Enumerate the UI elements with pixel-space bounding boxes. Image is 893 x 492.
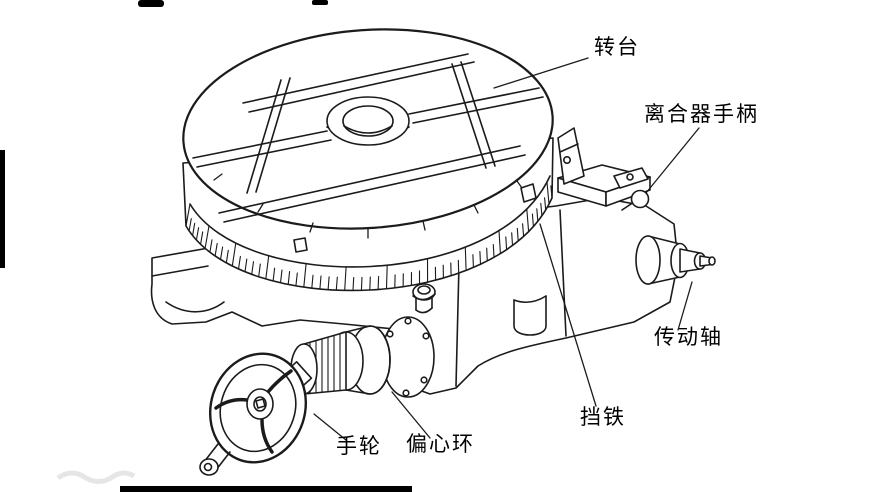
graduated-scale [189, 175, 551, 268]
graduated-scale-ticks [185, 181, 553, 292]
leader-lines [313, 57, 700, 441]
clutch-handle-drawing [557, 127, 651, 211]
leader-drive-shaft [677, 281, 693, 331]
watermark-smudge [56, 470, 136, 484]
stop-block-left [293, 237, 308, 253]
machine-drawing [150, 28, 716, 476]
label-handwheel: 手轮 [336, 434, 382, 458]
scan-artifacts [0, 0, 412, 492]
clutch-ball [630, 189, 650, 209]
stop-block-drawing [520, 183, 537, 203]
base-notch [513, 295, 547, 336]
label-clutch-handle: 离合器手柄 [644, 102, 759, 126]
label-drive-shaft: 传动轴 [654, 325, 723, 349]
leader-clutch-handle [645, 127, 700, 194]
rim-marks [213, 173, 523, 239]
leader-rotary-table [493, 57, 589, 89]
rotary-table-drawing [182, 28, 554, 239]
label-stop-block: 挡铁 [580, 405, 626, 429]
center-boss [326, 96, 410, 146]
handwheel-drawing [199, 352, 308, 476]
label-eccentric-ring: 偏心环 [406, 432, 475, 456]
base-bolt [412, 283, 436, 314]
drive-shaft-drawing [635, 235, 716, 285]
crank-handle [199, 443, 231, 476]
leader-handwheel [313, 413, 347, 441]
handwheel-assembly [199, 316, 435, 476]
label-rotary-table: 转台 [594, 35, 640, 59]
leader-eccentric-ring [391, 391, 431, 439]
t-slots [192, 53, 544, 223]
leader-stop-block [539, 223, 597, 407]
